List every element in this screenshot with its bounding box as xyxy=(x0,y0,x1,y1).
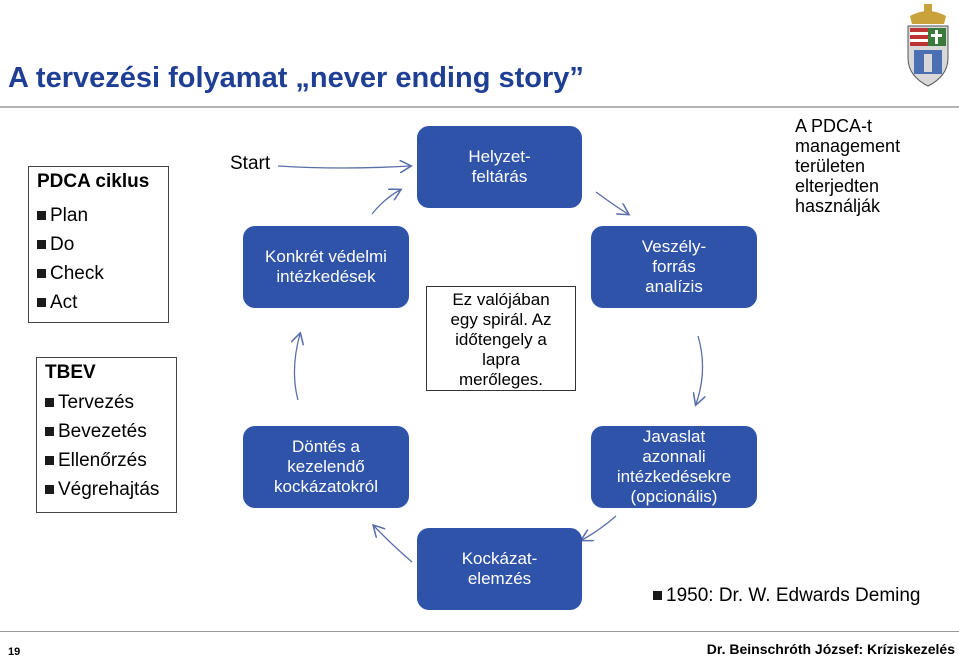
footer-divider xyxy=(0,631,959,632)
pdca-item-act: Act xyxy=(37,288,168,317)
pdca-note-line-3: területen xyxy=(795,156,866,176)
pdca-item-do: Do xyxy=(37,230,168,259)
node-konkret-vedelmi-intezkedesek: Konkrét védelmi intézkedések xyxy=(243,226,409,308)
spiral-note: Ez valójában egy spirál. Az időtengely a… xyxy=(426,286,576,391)
node-dontes-line-3: kockázatokról xyxy=(274,477,378,496)
footer-author: Dr. Beinschróth József: Kríziskezelés xyxy=(706,641,955,657)
node-dontes-line-2: kezelendő xyxy=(287,457,365,476)
page-number: 19 xyxy=(8,646,21,658)
spiral-note-line-1: Ez valójában xyxy=(452,290,550,309)
node-veszelyforras-line-3: analízis xyxy=(645,277,703,296)
node-helyzetfeltaras-line-2: feltárás xyxy=(471,167,528,186)
pdca-note-line-4: elterjedten xyxy=(795,176,880,196)
arrow-start-to-helyzet xyxy=(277,166,410,168)
tbev-heading: TBEV xyxy=(45,362,96,383)
node-kockazatelemzes-line-1: Kockázat- xyxy=(461,549,538,568)
title-divider xyxy=(0,106,959,108)
tbev-item-tervezes: Tervezés xyxy=(45,388,176,417)
pdca-item-plan: Plan xyxy=(37,201,168,230)
tbev-item-vegrehajtas: Végrehajtás xyxy=(45,475,176,504)
node-dontes: Döntés a kezelendő kockázatokról xyxy=(243,426,409,508)
node-konkret-line-1: Konkrét védelmi xyxy=(265,247,387,266)
arrow-helyzet-to-veszely xyxy=(595,191,628,214)
tbev-item-bevezetes: Bevezetés xyxy=(45,417,176,446)
pdca-heading: PDCA ciklus xyxy=(37,171,150,192)
spiral-note-line-5: merőleges. xyxy=(458,370,544,389)
pdca-note-line-1: A PDCA-t xyxy=(795,116,873,136)
node-konkret-line-2: intézkedések xyxy=(276,267,376,286)
node-veszelyforras-line-2: forrás xyxy=(652,257,696,276)
node-javaslat: Javaslat azonnali intézkedésekre (opcion… xyxy=(591,426,757,508)
pdca-management-note: A PDCA-t management területen elterjedte… xyxy=(795,116,900,216)
node-javaslat-line-4: (opcionális) xyxy=(630,487,718,506)
spiral-note-line-4: lapra xyxy=(482,350,520,369)
pdca-note-line-2: management xyxy=(795,136,901,156)
tbev-item-ellenorzes: Ellenőrzés xyxy=(45,446,176,475)
node-helyzetfeltaras: Helyzet- feltárás xyxy=(417,126,582,208)
node-dontes-line-1: Döntés a xyxy=(291,437,361,456)
pdca-note-line-5: használják xyxy=(795,196,881,216)
start-label: Start xyxy=(230,153,271,174)
spiral-note-line-2: egy spirál. Az xyxy=(450,310,552,329)
node-veszelyforras-analizis: Veszély- forrás analízis xyxy=(591,226,757,308)
deming-note: 1950: Dr. W. Edwards Deming xyxy=(653,585,921,607)
node-kockazatelemzes-line-2: elemzés xyxy=(467,569,532,588)
arrow-javaslat-to-kockazat xyxy=(582,515,617,540)
arrow-kockazat-to-dontes xyxy=(374,526,413,563)
node-javaslat-line-2: azonnali xyxy=(642,447,706,466)
pdca-item-check: Check xyxy=(37,259,168,288)
arrow-konkret-to-helyzet xyxy=(371,190,400,215)
pdca-panel: PDCA ciklus Plan Do Check Act xyxy=(28,166,169,323)
node-javaslat-line-3: intézkedésekre xyxy=(616,467,732,486)
node-kockazatelemzes: Kockázat- elemzés xyxy=(417,528,582,610)
arrow-veszely-to-javaslat xyxy=(696,335,703,404)
tbev-panel: TBEV Tervezés Bevezetés Ellenőrzés Végre… xyxy=(36,357,177,513)
node-javaslat-line-1: Javaslat xyxy=(642,427,706,446)
university-coat-of-arms-icon xyxy=(907,4,949,87)
node-helyzetfeltaras-line-1: Helyzet- xyxy=(468,147,531,166)
spiral-note-line-3: időtengely a xyxy=(455,330,547,349)
node-veszelyforras-line-1: Veszély- xyxy=(641,237,707,256)
arrow-dontes-to-konkret xyxy=(294,334,300,401)
page-title: A tervezési folyamat „never ending story… xyxy=(8,62,584,94)
